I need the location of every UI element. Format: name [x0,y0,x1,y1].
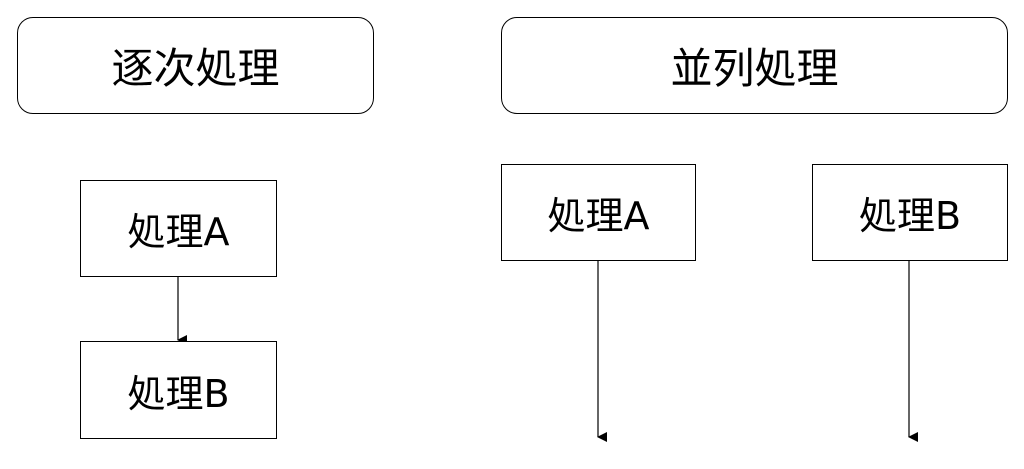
process-b-label: 処理B [127,371,230,416]
process-b-label: 処理B [858,194,962,238]
sequential-process-b: 処理B [80,341,277,439]
process-a-label: 処理A [547,194,650,238]
sequential-title-box: 逐次処理 [17,17,374,114]
parallel-process-b: 処理B [812,164,1008,261]
sequential-title: 逐次処理 [111,44,280,93]
sequential-process-a: 処理A [80,180,277,277]
parallel-process-a: 処理A [501,164,696,261]
parallel-title: 並列処理 [670,44,839,93]
process-a-label: 処理A [127,210,230,254]
parallel-title-box: 並列処理 [501,17,1008,114]
